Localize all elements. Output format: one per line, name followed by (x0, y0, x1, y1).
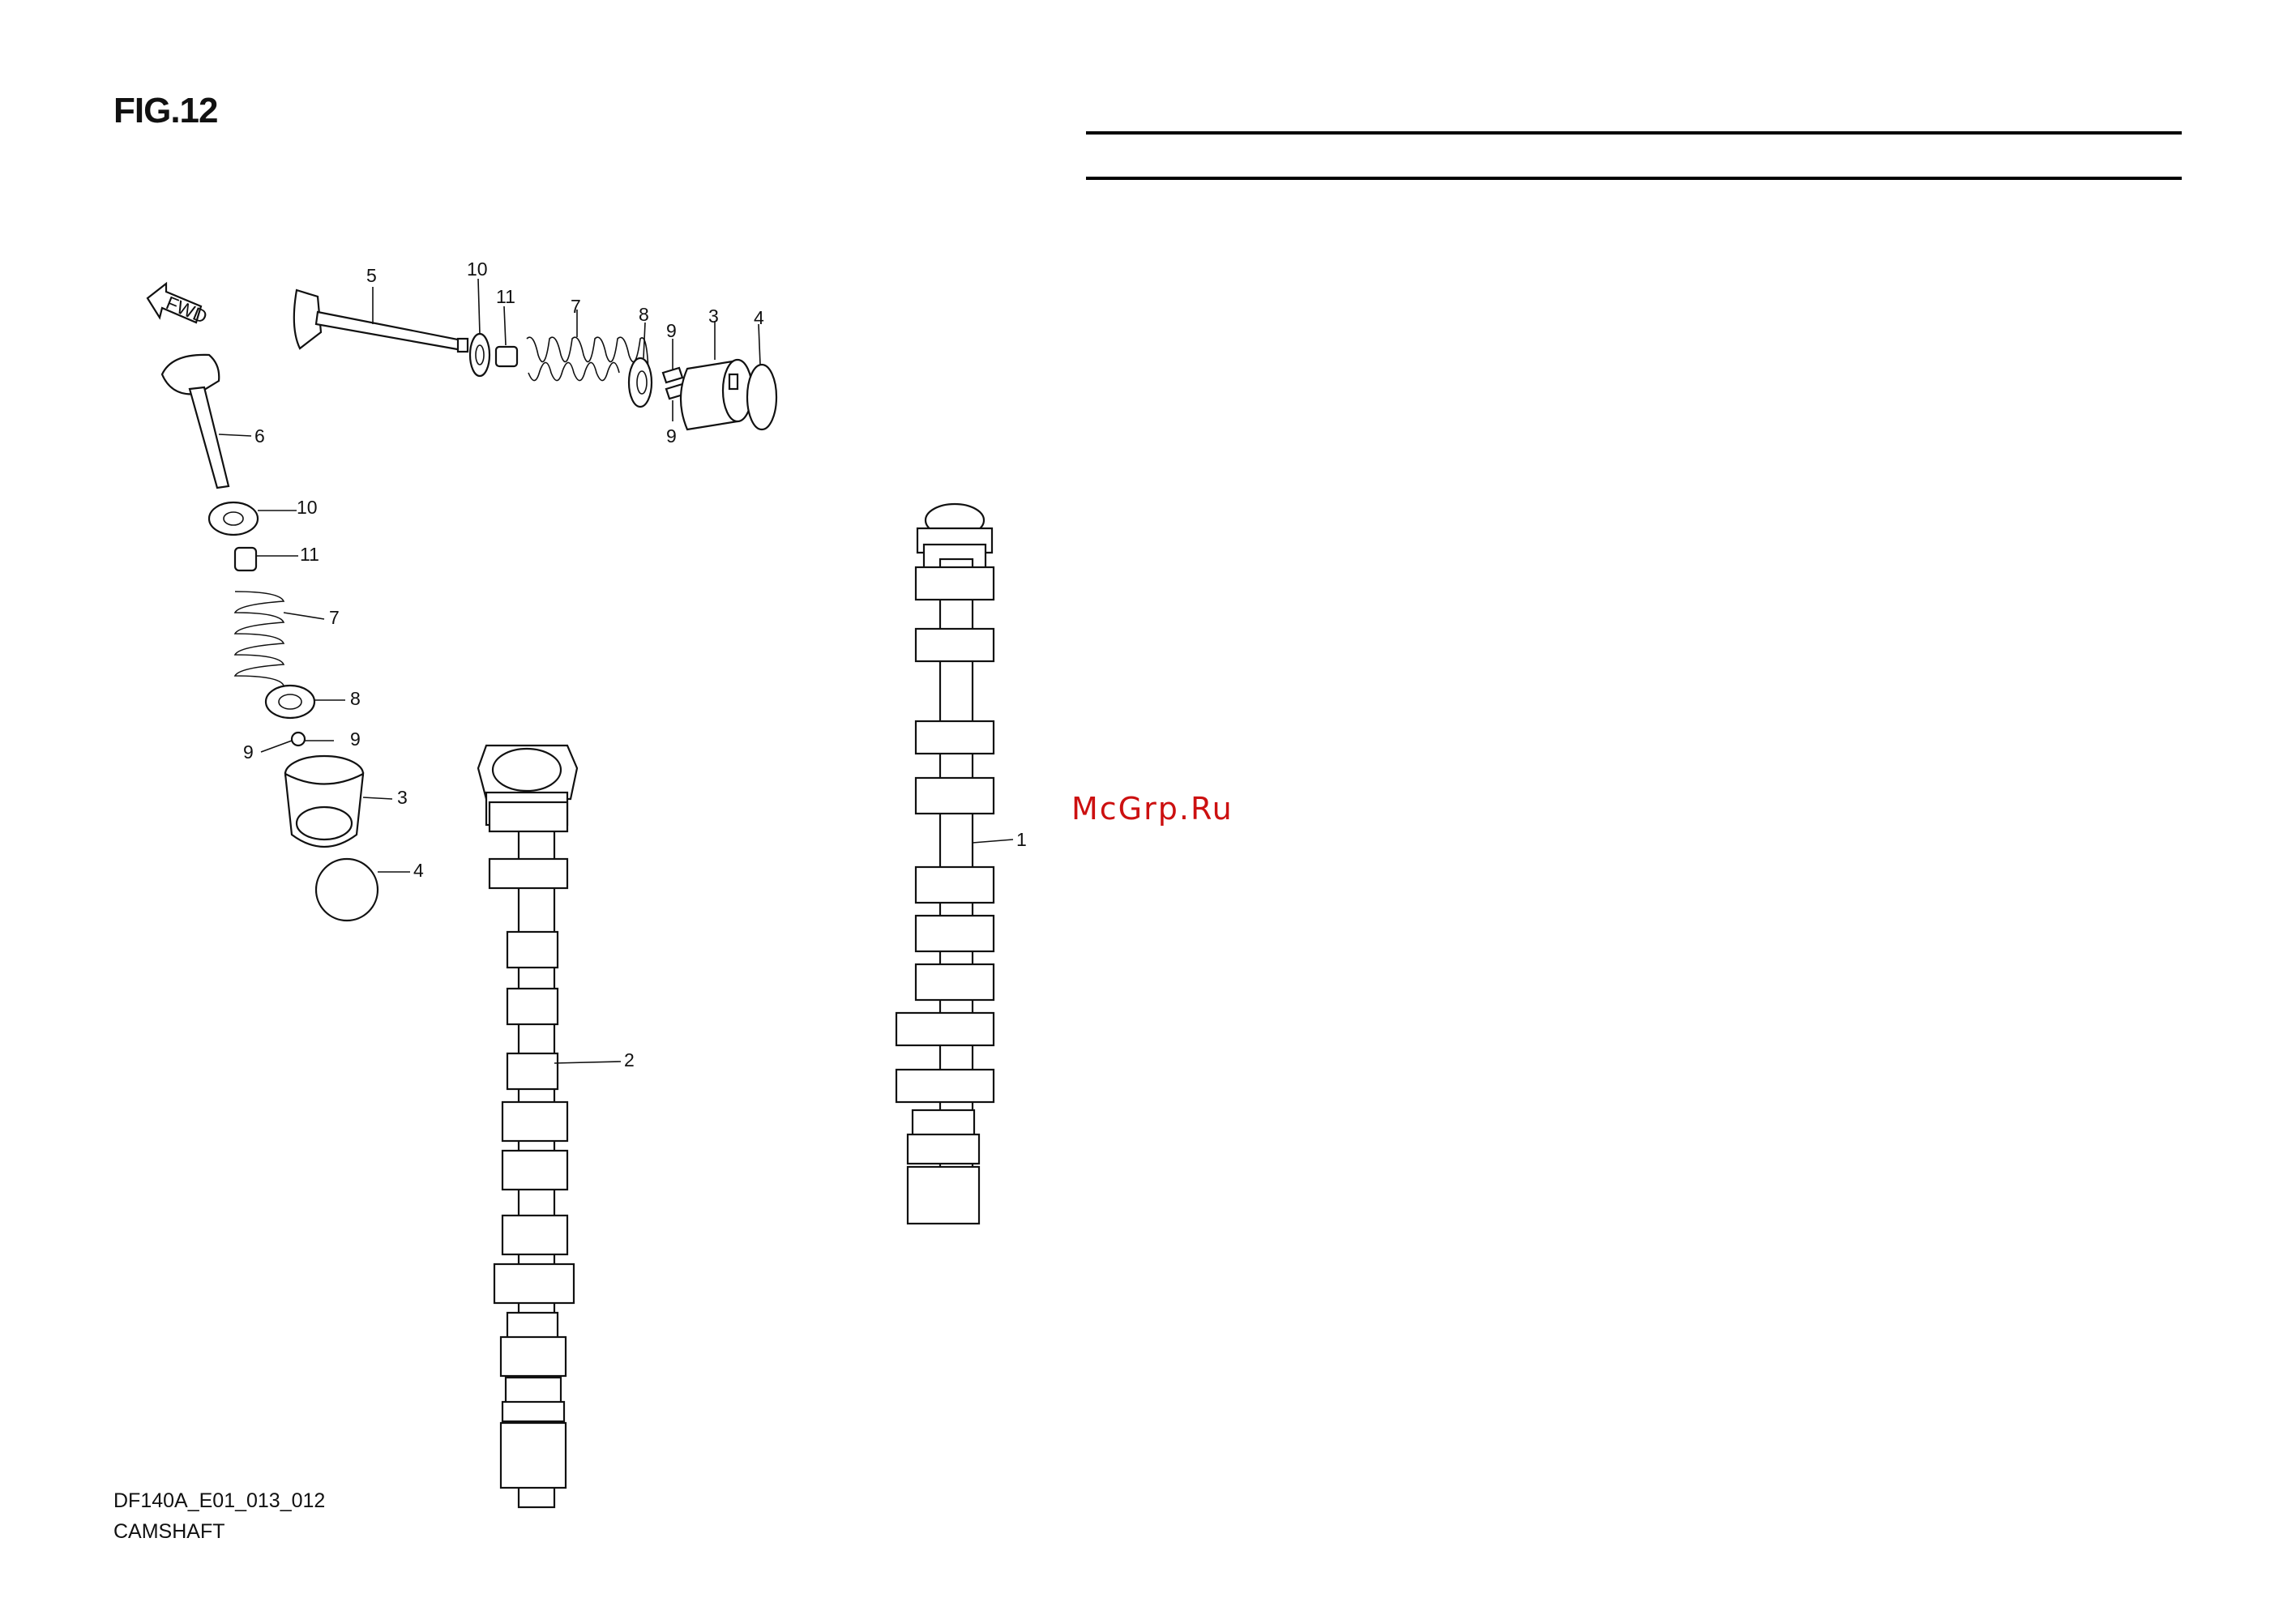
retainer-left (209, 502, 258, 535)
callout-seat-left: 8 (350, 688, 361, 709)
callout-cotter-top: 11 (496, 286, 515, 307)
callout-spring-top: 7 (571, 296, 581, 317)
shim-top (747, 365, 776, 429)
callout-retainer-left: 10 (297, 497, 318, 518)
callout-tappet-top: 3 (708, 305, 719, 327)
callout-retainer-top: 10 (467, 258, 488, 280)
cotter-top (496, 347, 517, 366)
leader-lines (219, 279, 1013, 1063)
retainer-top (470, 334, 490, 376)
callout-shim-left: 4 (413, 860, 424, 881)
camshaft-exhaust (478, 746, 577, 1507)
cotters-pair-left (292, 733, 305, 746)
callout-seat-top: 8 (639, 304, 649, 325)
valve-spring-left (235, 592, 284, 686)
callout-cotter-a-left: 9 (350, 728, 361, 750)
camshaft-intake (896, 504, 994, 1224)
fwd-arrow-icon: FWD (148, 284, 211, 327)
tappet-left (285, 756, 363, 847)
callout-cotter-a-top: 9 (666, 320, 677, 341)
callout-cotter-b-top: 9 (666, 425, 677, 446)
shim-left (316, 859, 378, 921)
callout-camshaft-intake: 1 (1016, 829, 1027, 850)
callout-exhaust-valve: 5 (366, 265, 377, 286)
exhaust-valve (294, 290, 468, 352)
callout-cotter-left: 11 (300, 544, 319, 565)
callout-intake-valve: 6 (254, 425, 265, 446)
intake-valve (162, 355, 229, 488)
callout-tappet-left: 3 (397, 787, 408, 808)
callout-spring-left: 7 (329, 607, 340, 628)
spring-seat-top (629, 358, 652, 407)
fwd-label: FWD (163, 292, 210, 327)
cotter-left (235, 548, 256, 570)
spring-seat-left (266, 686, 314, 718)
callout-camshaft-exhaust: 2 (624, 1049, 635, 1070)
tappet-top (681, 360, 752, 429)
callout-cotter-b-left: 9 (243, 741, 254, 763)
callout-shim-top: 4 (754, 307, 764, 328)
